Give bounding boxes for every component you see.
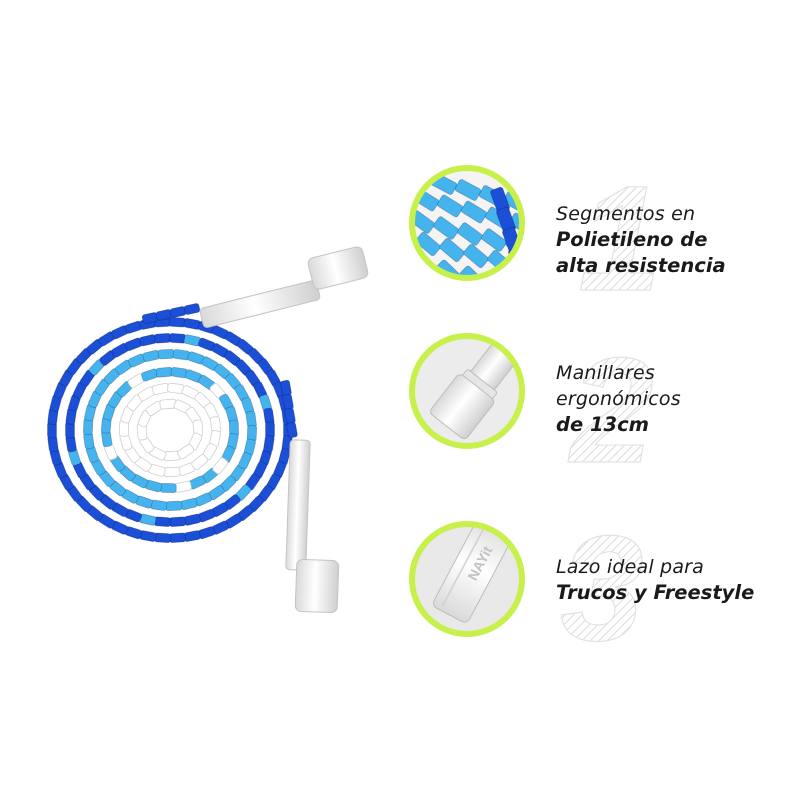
rope-bead bbox=[459, 265, 485, 278]
feature-1-bold-line-2: alta resistencia bbox=[556, 254, 726, 277]
rope-bead bbox=[457, 222, 483, 246]
rope-bead bbox=[463, 243, 489, 269]
rope-bead bbox=[151, 382, 170, 395]
rope-bead bbox=[169, 332, 187, 344]
rope-bead bbox=[154, 332, 172, 344]
feature-1-line-1: Segmentos en bbox=[556, 203, 696, 225]
feature-3-photo: NAYit bbox=[412, 524, 522, 634]
rope-handle-top bbox=[199, 246, 369, 328]
rope-bead bbox=[507, 277, 522, 278]
feature-2-ring bbox=[409, 333, 525, 449]
feature-2-photo bbox=[412, 336, 522, 446]
rope-bead bbox=[286, 421, 298, 439]
feature-3-ring bbox=[409, 521, 525, 637]
rope-bead bbox=[481, 228, 507, 252]
rope-bead bbox=[168, 316, 186, 328]
rope-bead bbox=[154, 532, 172, 544]
rope-bead bbox=[263, 435, 275, 453]
rope-bead bbox=[180, 497, 198, 511]
rope-bead bbox=[163, 466, 181, 478]
rope-bead bbox=[415, 231, 441, 257]
feature-2-bold-line-1: de 13cm bbox=[556, 413, 649, 436]
rope-bead bbox=[191, 454, 209, 471]
feature-1-text: Segmentos en Polietileno de alta resiste… bbox=[556, 201, 796, 279]
rope-bead bbox=[157, 348, 175, 360]
rope-beads bbox=[47, 303, 298, 544]
rope-bead bbox=[183, 513, 201, 526]
rope-bead bbox=[238, 451, 252, 470]
feature-2-number: 2 bbox=[567, 326, 653, 494]
feature-2-text: Manillares ergonómicos de 13cm bbox=[556, 360, 796, 438]
rope-bead bbox=[436, 194, 464, 218]
feature-3-text: Lazo ideal para Trucos y Freestyle bbox=[556, 554, 796, 606]
rope-bead bbox=[165, 500, 183, 512]
rope-bead bbox=[174, 480, 192, 493]
rope-bead bbox=[177, 443, 195, 460]
rope-bead bbox=[439, 237, 465, 263]
feature-1-number: 1 bbox=[578, 154, 661, 322]
rope-bead bbox=[183, 303, 201, 315]
feature-3-badge: 3 NAYit bbox=[409, 503, 644, 673]
feature-3-bold-line-1: Trucos y Freestyle bbox=[556, 581, 755, 604]
rope-bead bbox=[168, 516, 186, 528]
rope-handle-bottom bbox=[285, 439, 340, 614]
feature-3-line-1: Lazo ideal para bbox=[556, 556, 705, 578]
rope-bead bbox=[433, 216, 459, 240]
rope-bead bbox=[212, 457, 229, 475]
rope-bead bbox=[511, 255, 522, 278]
feature-1-ring bbox=[409, 165, 525, 281]
feature-3-number: 3 bbox=[560, 504, 643, 672]
feature-2-badge: 2 bbox=[409, 325, 654, 495]
rope-bead bbox=[155, 366, 173, 378]
rope-bead bbox=[159, 482, 177, 494]
rope-bead bbox=[168, 532, 186, 544]
rope-bead bbox=[454, 179, 482, 201]
rope-bead bbox=[142, 349, 160, 363]
rope-bead bbox=[139, 334, 157, 347]
feature-1-bold-line-1: Polietileno de bbox=[556, 228, 708, 251]
rope-bead bbox=[460, 200, 488, 224]
feature-2-line-1: Manillares bbox=[556, 362, 655, 384]
product-jump-rope-image bbox=[47, 246, 369, 614]
rope-bead bbox=[153, 516, 171, 528]
rope-bead bbox=[159, 398, 177, 410]
feature-2-line-2: ergonómicos bbox=[556, 388, 681, 410]
rope-bead bbox=[183, 530, 201, 542]
